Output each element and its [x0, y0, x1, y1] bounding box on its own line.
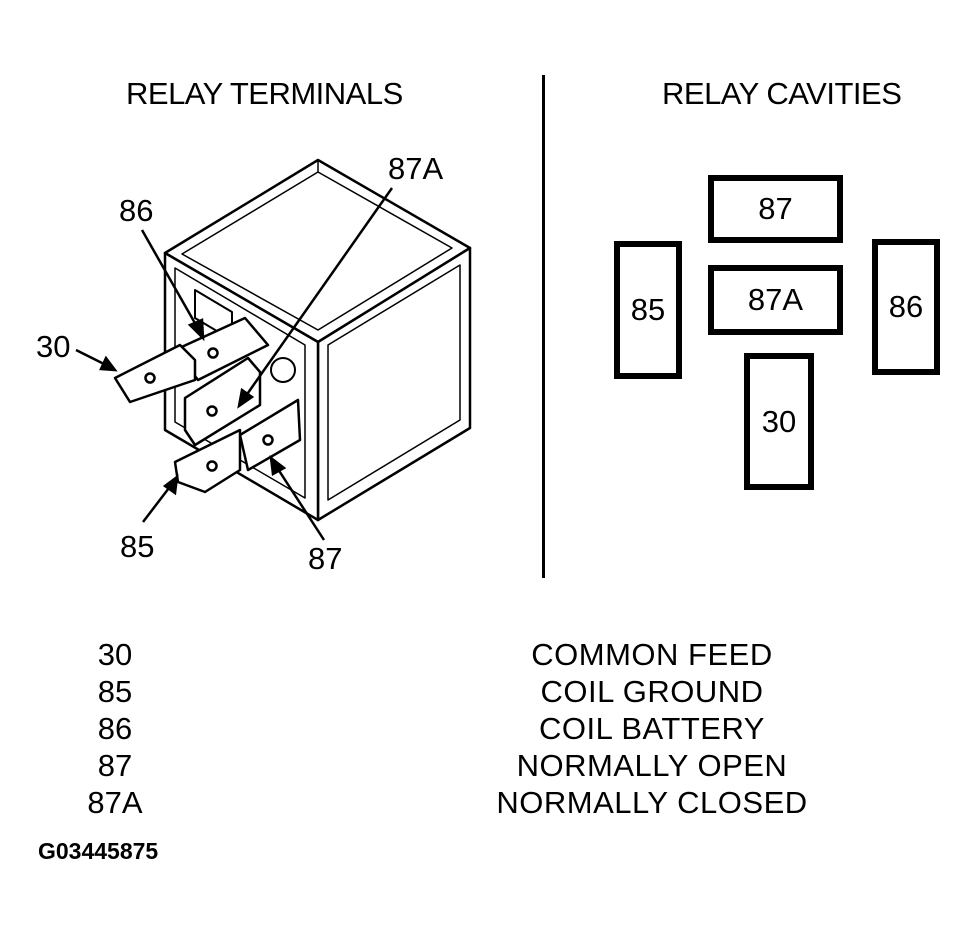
cavity-87a: 87A	[708, 265, 843, 335]
legend-desc-30: COMMON FEED	[531, 637, 773, 672]
legend-code-85: 85	[97, 674, 133, 709]
callout-86: 86	[119, 193, 154, 228]
callout-30: 30	[36, 329, 71, 364]
relay-cavities-heading: RELAY CAVITIES	[662, 76, 902, 111]
cavity-87: 87	[708, 175, 843, 243]
legend-desc-85: COIL GROUND	[540, 674, 764, 709]
legend-code-87a: 87A	[87, 785, 143, 820]
figure-id: G03445875	[38, 838, 159, 864]
legend-code-86: 86	[97, 711, 133, 746]
mount-hole	[270, 357, 296, 383]
cavity-86: 86	[872, 239, 940, 375]
relay-terminals-heading: RELAY TERMINALS	[126, 76, 403, 111]
legend-code-87: 87	[97, 748, 133, 783]
callout-85: 85	[120, 529, 155, 564]
relay-illustration	[75, 158, 472, 541]
legend-desc-87a: NORMALLY CLOSED	[496, 785, 808, 820]
legend-desc-87: NORMALLY OPEN	[516, 748, 788, 783]
callout-87a: 87A	[388, 151, 444, 186]
section-divider	[542, 75, 545, 578]
terminal-30-blade	[113, 343, 197, 404]
cavity-85: 85	[614, 241, 682, 379]
legend-desc-86: COIL BATTERY	[539, 711, 765, 746]
terminal-87a-blade	[183, 356, 262, 447]
cavity-30: 30	[744, 353, 814, 490]
legend-code-30: 30	[97, 637, 133, 672]
callout-87: 87	[308, 541, 343, 576]
